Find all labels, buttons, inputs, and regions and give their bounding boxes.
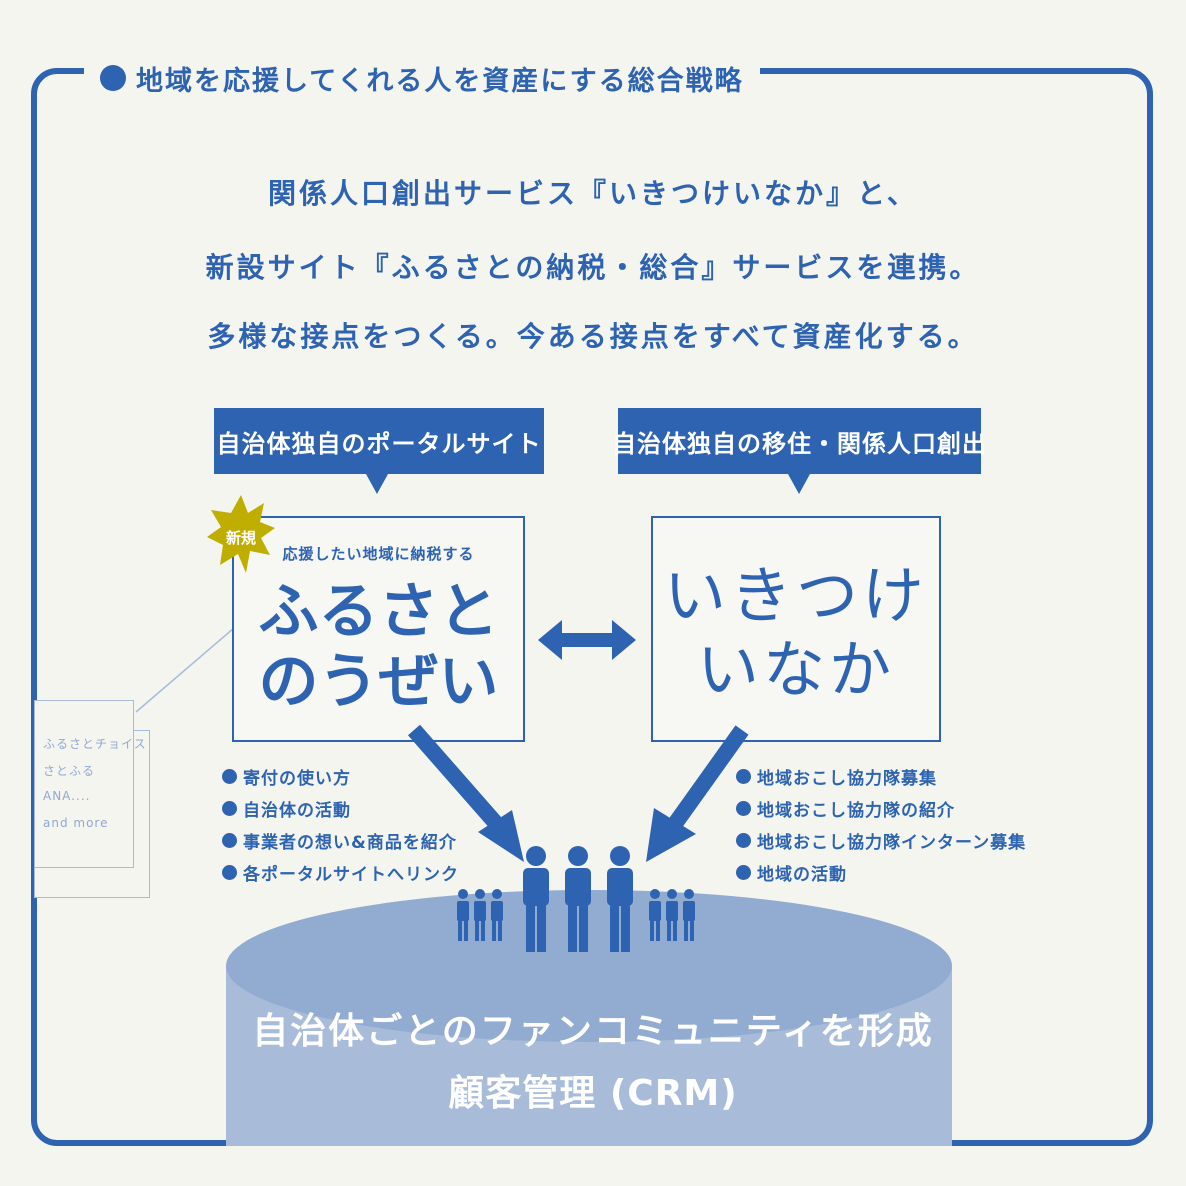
person-icon	[523, 846, 549, 952]
partner-portal-item: ふるさとチョイス	[43, 737, 147, 751]
ikitsuke-card	[651, 516, 941, 742]
list-item: 事業者の想い&商品を紹介	[222, 824, 459, 856]
bullet-icon	[736, 800, 751, 816]
partner-portal-item: さとふる	[43, 764, 96, 778]
list-item: 地域おこし協力隊募集	[736, 760, 1026, 792]
new-badge-label: 新規	[225, 529, 256, 547]
list-item: 各ポータルサイトへリンク	[222, 856, 459, 888]
new-badge-star-icon	[207, 495, 275, 573]
ikitsuke-logo-line1: いきつけ	[663, 559, 928, 632]
arrow-down-right-icon	[407, 724, 524, 862]
bullet-icon	[222, 800, 237, 816]
partner-portal-list: ふるさとチョイス さとふる ANA.... and more	[34, 700, 147, 868]
small-person-icon	[666, 889, 678, 941]
furusato-logo-line2: のうぜい	[258, 647, 499, 717]
furusato-subtitle: 応援したい地域に納税する	[282, 545, 475, 563]
furusato-logo-line1: ふるさと	[258, 577, 499, 647]
partner-portal-item: and more	[43, 816, 109, 830]
headline-1: 関係人口創出サービス『いきつけいなか』と、	[268, 177, 918, 210]
side-connector-line	[135, 627, 235, 713]
small-person-icon	[457, 889, 469, 941]
small-person-icon	[474, 889, 486, 941]
ikitsuke-logo-line2: いなか	[696, 633, 895, 706]
list-item: 地域の活動	[736, 856, 1026, 888]
portal-site-tag: 自治体独自のポータルサイト	[214, 408, 544, 474]
person-icon	[607, 846, 633, 952]
bullet-icon	[736, 832, 751, 848]
migration-features-list: 地域おこし協力隊募集 地域おこし協力隊の紹介 地域おこし協力隊インターン募集 地…	[736, 760, 1026, 888]
bullet-icon	[736, 768, 751, 784]
list-item: 地域おこし協力隊インターン募集	[736, 824, 1026, 856]
portal-tag-pointer	[366, 474, 388, 494]
person-icon	[565, 846, 591, 952]
people-icons	[457, 846, 695, 952]
bullet-icon	[736, 864, 751, 880]
crm-cylinder	[226, 890, 952, 1146]
title-bullet-icon	[100, 65, 126, 91]
list-item: 自治体の活動	[222, 792, 459, 824]
section-title: 地域を応援してくれる人を資産にする総合戦略	[84, 52, 760, 104]
small-person-icon	[683, 889, 695, 941]
bullet-icon	[222, 832, 237, 848]
list-item: 寄付の使い方	[222, 760, 459, 792]
bullet-icon	[222, 864, 237, 880]
section-title-text: 地域を応援してくれる人を資産にする総合戦略	[136, 65, 744, 97]
arrow-down-left-icon	[646, 725, 749, 862]
list-item: 地域おこし協力隊の紹介	[736, 792, 1026, 824]
crm-community-text: 自治体ごとのファンコミュニティを形成	[252, 1011, 934, 1052]
migration-tag: 自治体独自の移住・関係人口創出	[612, 408, 986, 474]
headline-2: 新設サイト『ふるさとの納税・総合』サービスを連携。	[205, 251, 981, 284]
bullet-icon	[222, 768, 237, 784]
headline-3: 多様な接点をつくる。今ある接点をすべて資産化する。	[207, 320, 979, 353]
furusato-card	[232, 516, 525, 742]
small-person-icon	[649, 889, 661, 941]
small-person-icon	[491, 889, 503, 941]
bidirectional-arrow-icon	[538, 620, 636, 660]
partner-portal-item: ANA....	[43, 789, 91, 803]
crm-label: 顧客管理 (CRM)	[448, 1073, 738, 1114]
portal-features-list: 寄付の使い方 自治体の活動 事業者の想い&商品を紹介 各ポータルサイトへリンク	[222, 760, 459, 888]
migration-tag-pointer	[788, 474, 810, 494]
